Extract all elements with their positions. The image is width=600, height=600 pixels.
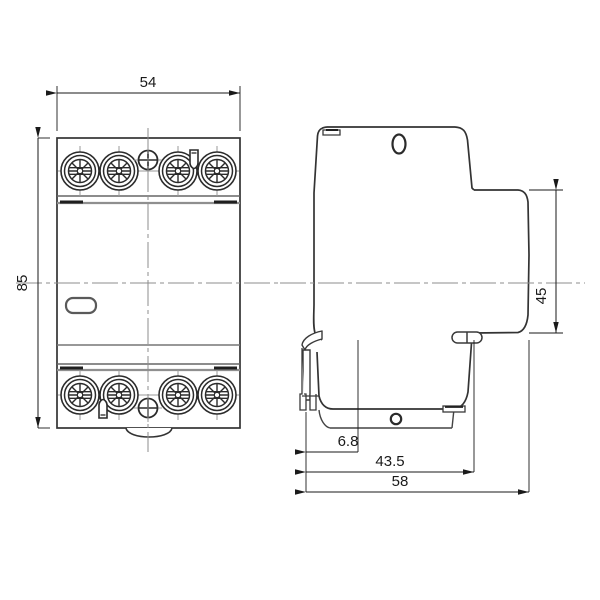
dim-label-54: 54 xyxy=(140,74,157,91)
status-indicator-icon-top xyxy=(189,149,199,170)
dim-label-58: 58 xyxy=(392,473,409,490)
din-rail-clip xyxy=(299,330,323,411)
side-dimensions: 45 6.8 43.5 58 xyxy=(295,179,563,495)
dim-label-85: 85 xyxy=(14,275,31,292)
bottom-right-tab xyxy=(442,405,466,413)
side-top-right-shoulder xyxy=(454,126,475,191)
side-right-bulge xyxy=(473,189,530,334)
side-bottom-foot-left xyxy=(318,409,331,429)
side-slot xyxy=(451,331,483,344)
oval-mounting-hole xyxy=(391,133,407,155)
side-view xyxy=(280,126,585,429)
side-body-fill xyxy=(309,127,529,411)
terminal-screw-top-1[interactable] xyxy=(60,151,100,191)
label-slot xyxy=(64,296,98,315)
terminal-screw-top-2[interactable] xyxy=(99,151,139,191)
front-view xyxy=(16,128,285,452)
terminal-screw-bottom-3[interactable] xyxy=(158,375,198,415)
dim-label-6p8: 6.8 xyxy=(338,433,359,450)
status-indicator-icon-bottom xyxy=(98,398,108,419)
terminal-screw-bottom-1[interactable] xyxy=(60,375,100,415)
bottom-mounting-tab xyxy=(125,427,173,438)
side-bottom-edge xyxy=(316,351,454,410)
terminal-screw-top-4[interactable] xyxy=(197,151,237,191)
front-dimensions: 54 85 xyxy=(14,74,241,429)
dim-label-43p5: 43.5 xyxy=(375,453,404,470)
dim-label-45: 45 xyxy=(533,288,550,305)
terminal-screw-bottom-4[interactable] xyxy=(197,375,237,415)
round-mounting-hole xyxy=(389,412,403,426)
side-left-profile xyxy=(312,126,328,341)
